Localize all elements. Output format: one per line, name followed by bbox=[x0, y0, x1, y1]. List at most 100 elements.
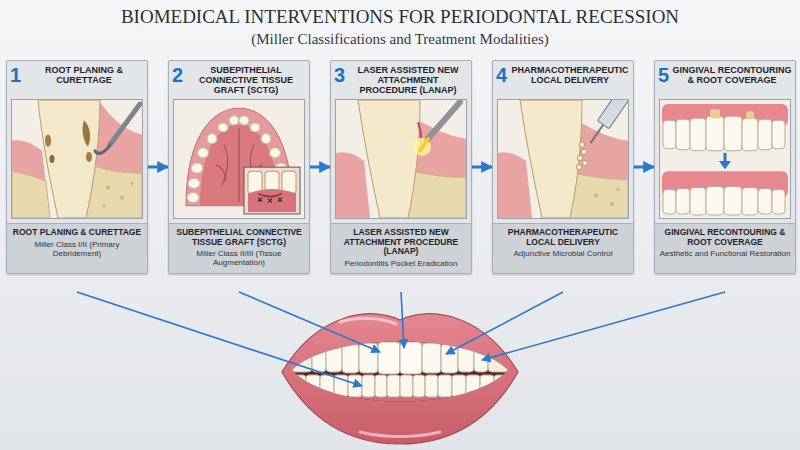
root-planing-illustration-part bbox=[12, 100, 142, 218]
teeth-rows-part bbox=[452, 375, 466, 397]
graft-illustration-part-part bbox=[198, 148, 209, 158]
recontouring-illustration-part bbox=[719, 161, 731, 169]
flow-arrow bbox=[148, 166, 168, 169]
recontouring-illustration-part bbox=[710, 109, 720, 118]
recontouring-illustration-part-part bbox=[758, 189, 772, 214]
teeth-rows bbox=[288, 328, 512, 414]
caption-band: GINGIVAL RECONTOURING & ROOT COVERAGE Aes… bbox=[655, 223, 795, 273]
band-subtitle: Periodontitis Pocket Eradication bbox=[334, 259, 468, 268]
local-delivery-illustration-part-part bbox=[577, 155, 582, 160]
mouth-opening bbox=[292, 342, 508, 402]
teeth-rows-part bbox=[362, 375, 375, 397]
root-planing-illustration-part bbox=[110, 104, 140, 145]
leader-lines-part bbox=[482, 292, 725, 360]
graft-illustration-part-part bbox=[218, 123, 228, 132]
graft-illustration-part-part bbox=[188, 178, 200, 188]
local-delivery-illustration-part bbox=[585, 100, 628, 147]
recontouring-illustration-part bbox=[663, 116, 785, 151]
root-planing-illustration-part bbox=[50, 155, 55, 163]
callout-number: 5 bbox=[658, 65, 672, 85]
diagram-subtitle: (Miller Classifications and Treatment Mo… bbox=[0, 31, 800, 48]
recontouring-illustration-part-part bbox=[724, 186, 742, 214]
recontouring-illustration-part bbox=[660, 100, 790, 218]
caption-band: PHARMACOTHERAPEUTIC LOCAL DELIVERYAdjunc… bbox=[493, 223, 633, 273]
panel-header: 4PHARMACOTHERAPEUTIC LOCAL DELIVERY bbox=[493, 61, 633, 99]
recontouring-illustration-part bbox=[746, 111, 754, 119]
laser-illustration bbox=[336, 100, 466, 218]
root-planing-illustration-part bbox=[106, 185, 110, 189]
band-heading: PHARMACOTHERAPEUTIC LOCAL DELIVERY bbox=[496, 228, 630, 247]
flow-arrow bbox=[634, 166, 654, 169]
illustration-frame bbox=[659, 99, 791, 219]
diagram-title: BIOMEDICAL INTERVENTIONS FOR PERIODONTAL… bbox=[0, 7, 800, 28]
graft-illustration-part bbox=[216, 128, 262, 201]
teeth-rows-part bbox=[474, 344, 488, 372]
band-heading: LASER ASSISTED NEW ATTACHMENT PROCEDURE … bbox=[334, 228, 468, 257]
local-delivery-illustration-part-part bbox=[597, 100, 628, 129]
graft-illustration-part-part bbox=[229, 116, 239, 125]
graft-illustration bbox=[174, 100, 304, 218]
local-delivery-illustration-part bbox=[616, 188, 619, 191]
teeth-rows-part bbox=[425, 375, 438, 397]
leader-lines bbox=[77, 292, 725, 386]
band-subtitle: Aesthetic and Functional Restoration bbox=[658, 249, 792, 258]
illustration-frame bbox=[11, 99, 143, 219]
panel-heading: PHARMACOTHERAPEUTIC LOCAL DELIVERY bbox=[510, 65, 630, 85]
panel-header: 2SUBEPITHELIAL CONNECTIVE TISSUE GRAFT (… bbox=[169, 61, 309, 99]
recontouring-illustration-part-part bbox=[663, 120, 676, 148]
recontouring-illustration-part-part bbox=[663, 190, 676, 214]
recontouring-illustration bbox=[660, 100, 790, 218]
illustration-frame bbox=[335, 99, 467, 219]
treatment-panel: 2SUBEPITHELIAL CONNECTIVE TISSUE GRAFT (… bbox=[168, 60, 310, 274]
teeth-rows-part bbox=[320, 375, 334, 396]
local-delivery-illustration-part bbox=[610, 202, 614, 206]
recontouring-illustration-part-part bbox=[758, 119, 772, 150]
teeth-rows-part bbox=[292, 375, 306, 395]
graft-illustration-part-part bbox=[250, 123, 260, 132]
local-delivery-illustration-part-part bbox=[576, 164, 581, 169]
caption-band: SUBEPITHELIAL CONNECTIVE TISSUE GRAFT (S… bbox=[169, 223, 309, 273]
local-delivery-illustration-part bbox=[520, 100, 582, 218]
graft-illustration-part-part bbox=[191, 163, 203, 173]
band-heading: GINGIVAL RECONTOURING & ROOT COVERAGE bbox=[658, 228, 792, 247]
recontouring-illustration-part-part bbox=[676, 119, 690, 150]
graft-illustration-part bbox=[248, 189, 296, 212]
treatment-panel: 4PHARMACOTHERAPEUTIC LOCAL DELIVERY PHAR… bbox=[492, 60, 634, 274]
band-heading: SUBEPITHELIAL CONNECTIVE TISSUE GRAFT (S… bbox=[172, 228, 306, 247]
teeth-rows-part bbox=[378, 342, 400, 374]
root-planing-illustration-part bbox=[12, 171, 50, 218]
callout-number: 3 bbox=[334, 65, 348, 85]
recontouring-illustration-part-part bbox=[676, 189, 690, 214]
root-planing-illustration bbox=[12, 100, 142, 218]
leader-lines-part bbox=[77, 292, 362, 386]
laser-illustration-part bbox=[420, 139, 428, 151]
panel-header: 3LASER ASSISTED NEW ATTACHMENT PROCEDURE… bbox=[331, 61, 471, 99]
teeth-rows-part bbox=[387, 375, 400, 397]
root-planing-illustration-part bbox=[95, 145, 110, 154]
teeth-rows-part bbox=[466, 375, 480, 396]
laser-illustration-part bbox=[336, 100, 466, 218]
lips bbox=[282, 314, 518, 444]
band-heading: ROOT PLANING & CURETTAGE bbox=[10, 228, 144, 238]
panel-heading: SUBEPITHELIAL CONNECTIVE TISSUE GRAFT (S… bbox=[186, 65, 306, 95]
root-planing-illustration-part bbox=[86, 152, 92, 162]
laser-illustration-part bbox=[428, 102, 460, 139]
teeth-rows-part bbox=[438, 375, 452, 397]
lip-shine bbox=[360, 432, 440, 437]
leader-lines-part bbox=[239, 292, 380, 352]
local-delivery-illustration-part bbox=[576, 142, 587, 170]
teeth-rows-part bbox=[375, 375, 387, 397]
recontouring-illustration-part-part bbox=[772, 190, 785, 214]
local-delivery-illustration bbox=[498, 100, 628, 218]
teeth-rows-part bbox=[494, 375, 508, 395]
recontouring-illustration-part-part bbox=[706, 186, 724, 214]
callout-number: 2 bbox=[172, 65, 186, 85]
caption-band: ROOT PLANING & CURETTAGEMiller Class I/I… bbox=[7, 223, 147, 273]
graft-illustration-part-part bbox=[187, 193, 199, 203]
teeth-rows-part bbox=[326, 344, 342, 372]
graft-illustration-part-part bbox=[207, 134, 217, 144]
graft-illustration-part-part bbox=[270, 148, 281, 158]
teeth-rows-part bbox=[413, 375, 425, 397]
